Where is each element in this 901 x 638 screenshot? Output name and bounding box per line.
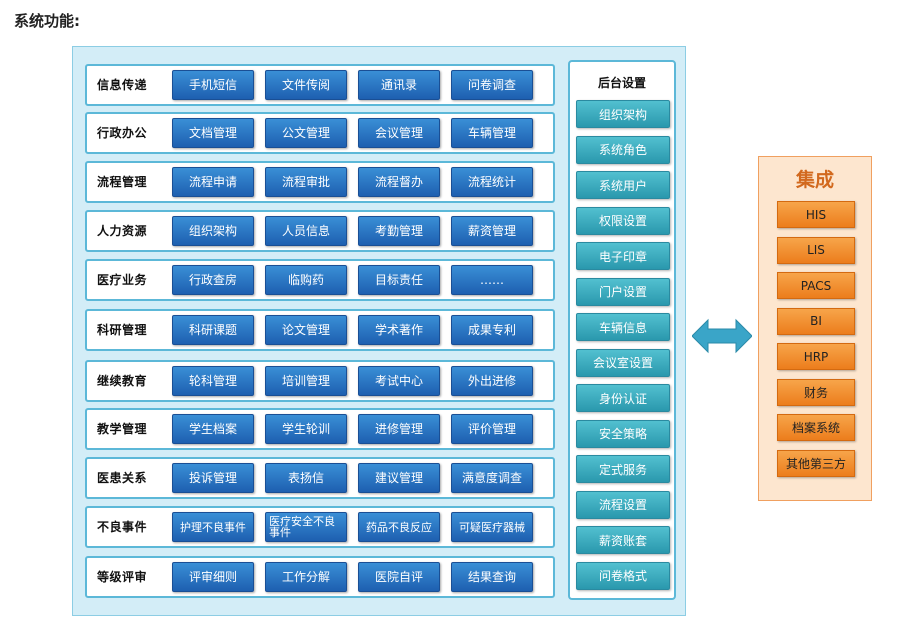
module-button[interactable]: 科研课题 — [172, 315, 254, 345]
module-button[interactable]: 药品不良反应 — [358, 512, 440, 542]
module-button[interactable]: 医疗安全不良事件 — [265, 512, 347, 542]
module-label: 教学管理 — [97, 422, 148, 436]
module-button[interactable]: 流程督办 — [358, 167, 440, 197]
module-button[interactable]: 论文管理 — [265, 315, 347, 345]
module-button[interactable]: 进修管理 — [358, 414, 440, 444]
module-button[interactable]: 考勤管理 — [358, 216, 440, 246]
module-row: 医疗业务 行政查房临购药目标责任 …… — [85, 259, 555, 301]
module-button[interactable]: 目标责任 — [358, 265, 440, 295]
module-button[interactable]: 文档管理 — [172, 118, 254, 148]
backend-setting-button[interactable]: 车辆信息 — [576, 313, 670, 341]
module-row: 科研管理 科研课题论文管理学术著作成果专利 — [85, 309, 555, 351]
backend-setting-button[interactable]: 定式服务 — [576, 455, 670, 483]
module-button[interactable]: 可疑医疗器械 — [451, 512, 533, 542]
module-row: 流程管理 流程申请流程审批流程督办流程统计 — [85, 161, 555, 203]
module-button[interactable]: 行政查房 — [172, 265, 254, 295]
module-row: 继续教育 轮科管理培训管理考试中心外出进修 — [85, 360, 555, 402]
module-button[interactable]: …… — [451, 265, 533, 295]
module-button[interactable]: 人员信息 — [265, 216, 347, 246]
integration-button[interactable]: PACS — [777, 272, 855, 299]
module-button[interactable]: 表扬信 — [265, 463, 347, 493]
backend-setting-button[interactable]: 会议室设置 — [576, 348, 670, 377]
module-button[interactable]: 文件传阅 — [265, 70, 347, 100]
module-button[interactable]: 车辆管理 — [451, 118, 533, 148]
backend-setting-button[interactable]: 组织架构 — [576, 100, 670, 128]
integration-button[interactable]: HIS — [777, 201, 855, 228]
module-label: 等级评审 — [97, 570, 148, 584]
module-label: 不良事件 — [97, 520, 148, 534]
backend-setting-button[interactable]: 流程设置 — [576, 490, 670, 519]
module-label: 人力资源 — [97, 224, 148, 238]
module-button[interactable]: 评价管理 — [451, 414, 533, 444]
integration-panel: 集成 HIS LIS PACS BI HRP 财务档案系统其他第三方 — [758, 156, 872, 501]
backend-setting-button[interactable]: 电子印章 — [576, 242, 670, 270]
module-button[interactable]: 问卷调查 — [451, 70, 533, 100]
integration-button[interactable]: LIS — [777, 236, 855, 264]
module-button[interactable]: 培训管理 — [265, 366, 347, 396]
module-button[interactable]: 考试中心 — [358, 366, 440, 396]
module-button[interactable]: 医院自评 — [358, 562, 440, 592]
module-row: 人力资源 组织架构人员信息考勤管理薪资管理 — [85, 210, 555, 252]
module-button[interactable]: 会议管理 — [358, 118, 440, 148]
module-button[interactable]: 手机短信 — [172, 70, 254, 100]
module-button[interactable]: 外出进修 — [451, 366, 533, 396]
integration-title: 集成 — [795, 169, 834, 191]
module-label: 流程管理 — [97, 175, 148, 189]
module-button[interactable]: 流程统计 — [451, 167, 533, 197]
module-button[interactable]: 轮科管理 — [172, 366, 254, 396]
module-button[interactable]: 学生轮训 — [265, 414, 347, 444]
double-arrow-icon — [692, 318, 752, 354]
backend-setting-button[interactable]: 安全策略 — [576, 419, 670, 448]
module-button[interactable]: 流程申请 — [172, 167, 254, 197]
backend-setting-button[interactable]: 身份认证 — [576, 384, 670, 412]
module-button[interactable]: 护理不良事件 — [172, 512, 254, 542]
backend-settings-title: 后台设置 — [597, 76, 646, 90]
module-button[interactable]: 学术著作 — [358, 315, 440, 345]
module-label: 医患关系 — [97, 471, 148, 485]
module-button[interactable]: 结果查询 — [451, 562, 533, 592]
backend-setting-button[interactable]: 薪资账套 — [576, 526, 670, 554]
integration-button[interactable]: HRP — [777, 343, 855, 370]
backend-setting-button[interactable]: 系统角色 — [576, 135, 670, 164]
module-label: 行政办公 — [97, 126, 148, 140]
module-button[interactable]: 薪资管理 — [451, 216, 533, 246]
integration-button[interactable]: BI — [777, 307, 855, 335]
module-row: 不良事件 护理不良事件医疗安全不良事件药品不良反应可疑医疗器械 — [85, 506, 555, 548]
integration-button[interactable]: 财务 — [777, 378, 855, 406]
module-button[interactable]: 评审细则 — [172, 562, 254, 592]
module-button[interactable]: 投诉管理 — [172, 463, 254, 493]
module-button[interactable]: 通讯录 — [358, 70, 440, 100]
backend-setting-button[interactable]: 系统用户 — [576, 171, 670, 199]
module-label: 信息传递 — [97, 78, 148, 92]
integration-button[interactable]: 其他第三方 — [777, 449, 855, 477]
module-button[interactable]: 组织架构 — [172, 216, 254, 246]
module-button[interactable]: 临购药 — [265, 265, 347, 295]
module-button[interactable]: 公文管理 — [265, 118, 347, 148]
integration-button[interactable]: 档案系统 — [777, 414, 855, 441]
module-row: 教学管理 学生档案学生轮训进修管理评价管理 — [85, 408, 555, 450]
backend-setting-button[interactable]: 问卷格式 — [576, 561, 670, 590]
module-button[interactable]: 流程审批 — [265, 167, 347, 197]
module-row: 行政办公 文档管理公文管理会议管理车辆管理 — [85, 112, 555, 154]
module-button[interactable]: 工作分解 — [265, 562, 347, 592]
module-button[interactable]: 建议管理 — [358, 463, 440, 493]
module-label: 继续教育 — [97, 374, 148, 388]
module-row: 信息传递 手机短信文件传阅通讯录问卷调查 — [85, 64, 555, 106]
module-button[interactable]: 学生档案 — [172, 414, 254, 444]
backend-settings-panel: 后台设置 组织架构系统角色系统用户权限设置电子印章门户设置车辆信息会议室设置身份… — [568, 60, 676, 600]
module-row: 等级评审 评审细则工作分解医院自评结果查询 — [85, 556, 555, 598]
module-button[interactable]: 成果专利 — [451, 315, 533, 345]
module-row: 医患关系 投诉管理表扬信建议管理满意度调查 — [85, 457, 555, 499]
module-label: 医疗业务 — [97, 273, 148, 287]
module-label: 科研管理 — [97, 323, 148, 337]
module-button[interactable]: 满意度调查 — [451, 463, 533, 493]
page-title: 系统功能: — [14, 12, 80, 30]
backend-setting-button[interactable]: 权限设置 — [576, 206, 670, 235]
backend-setting-button[interactable]: 门户设置 — [576, 277, 670, 306]
